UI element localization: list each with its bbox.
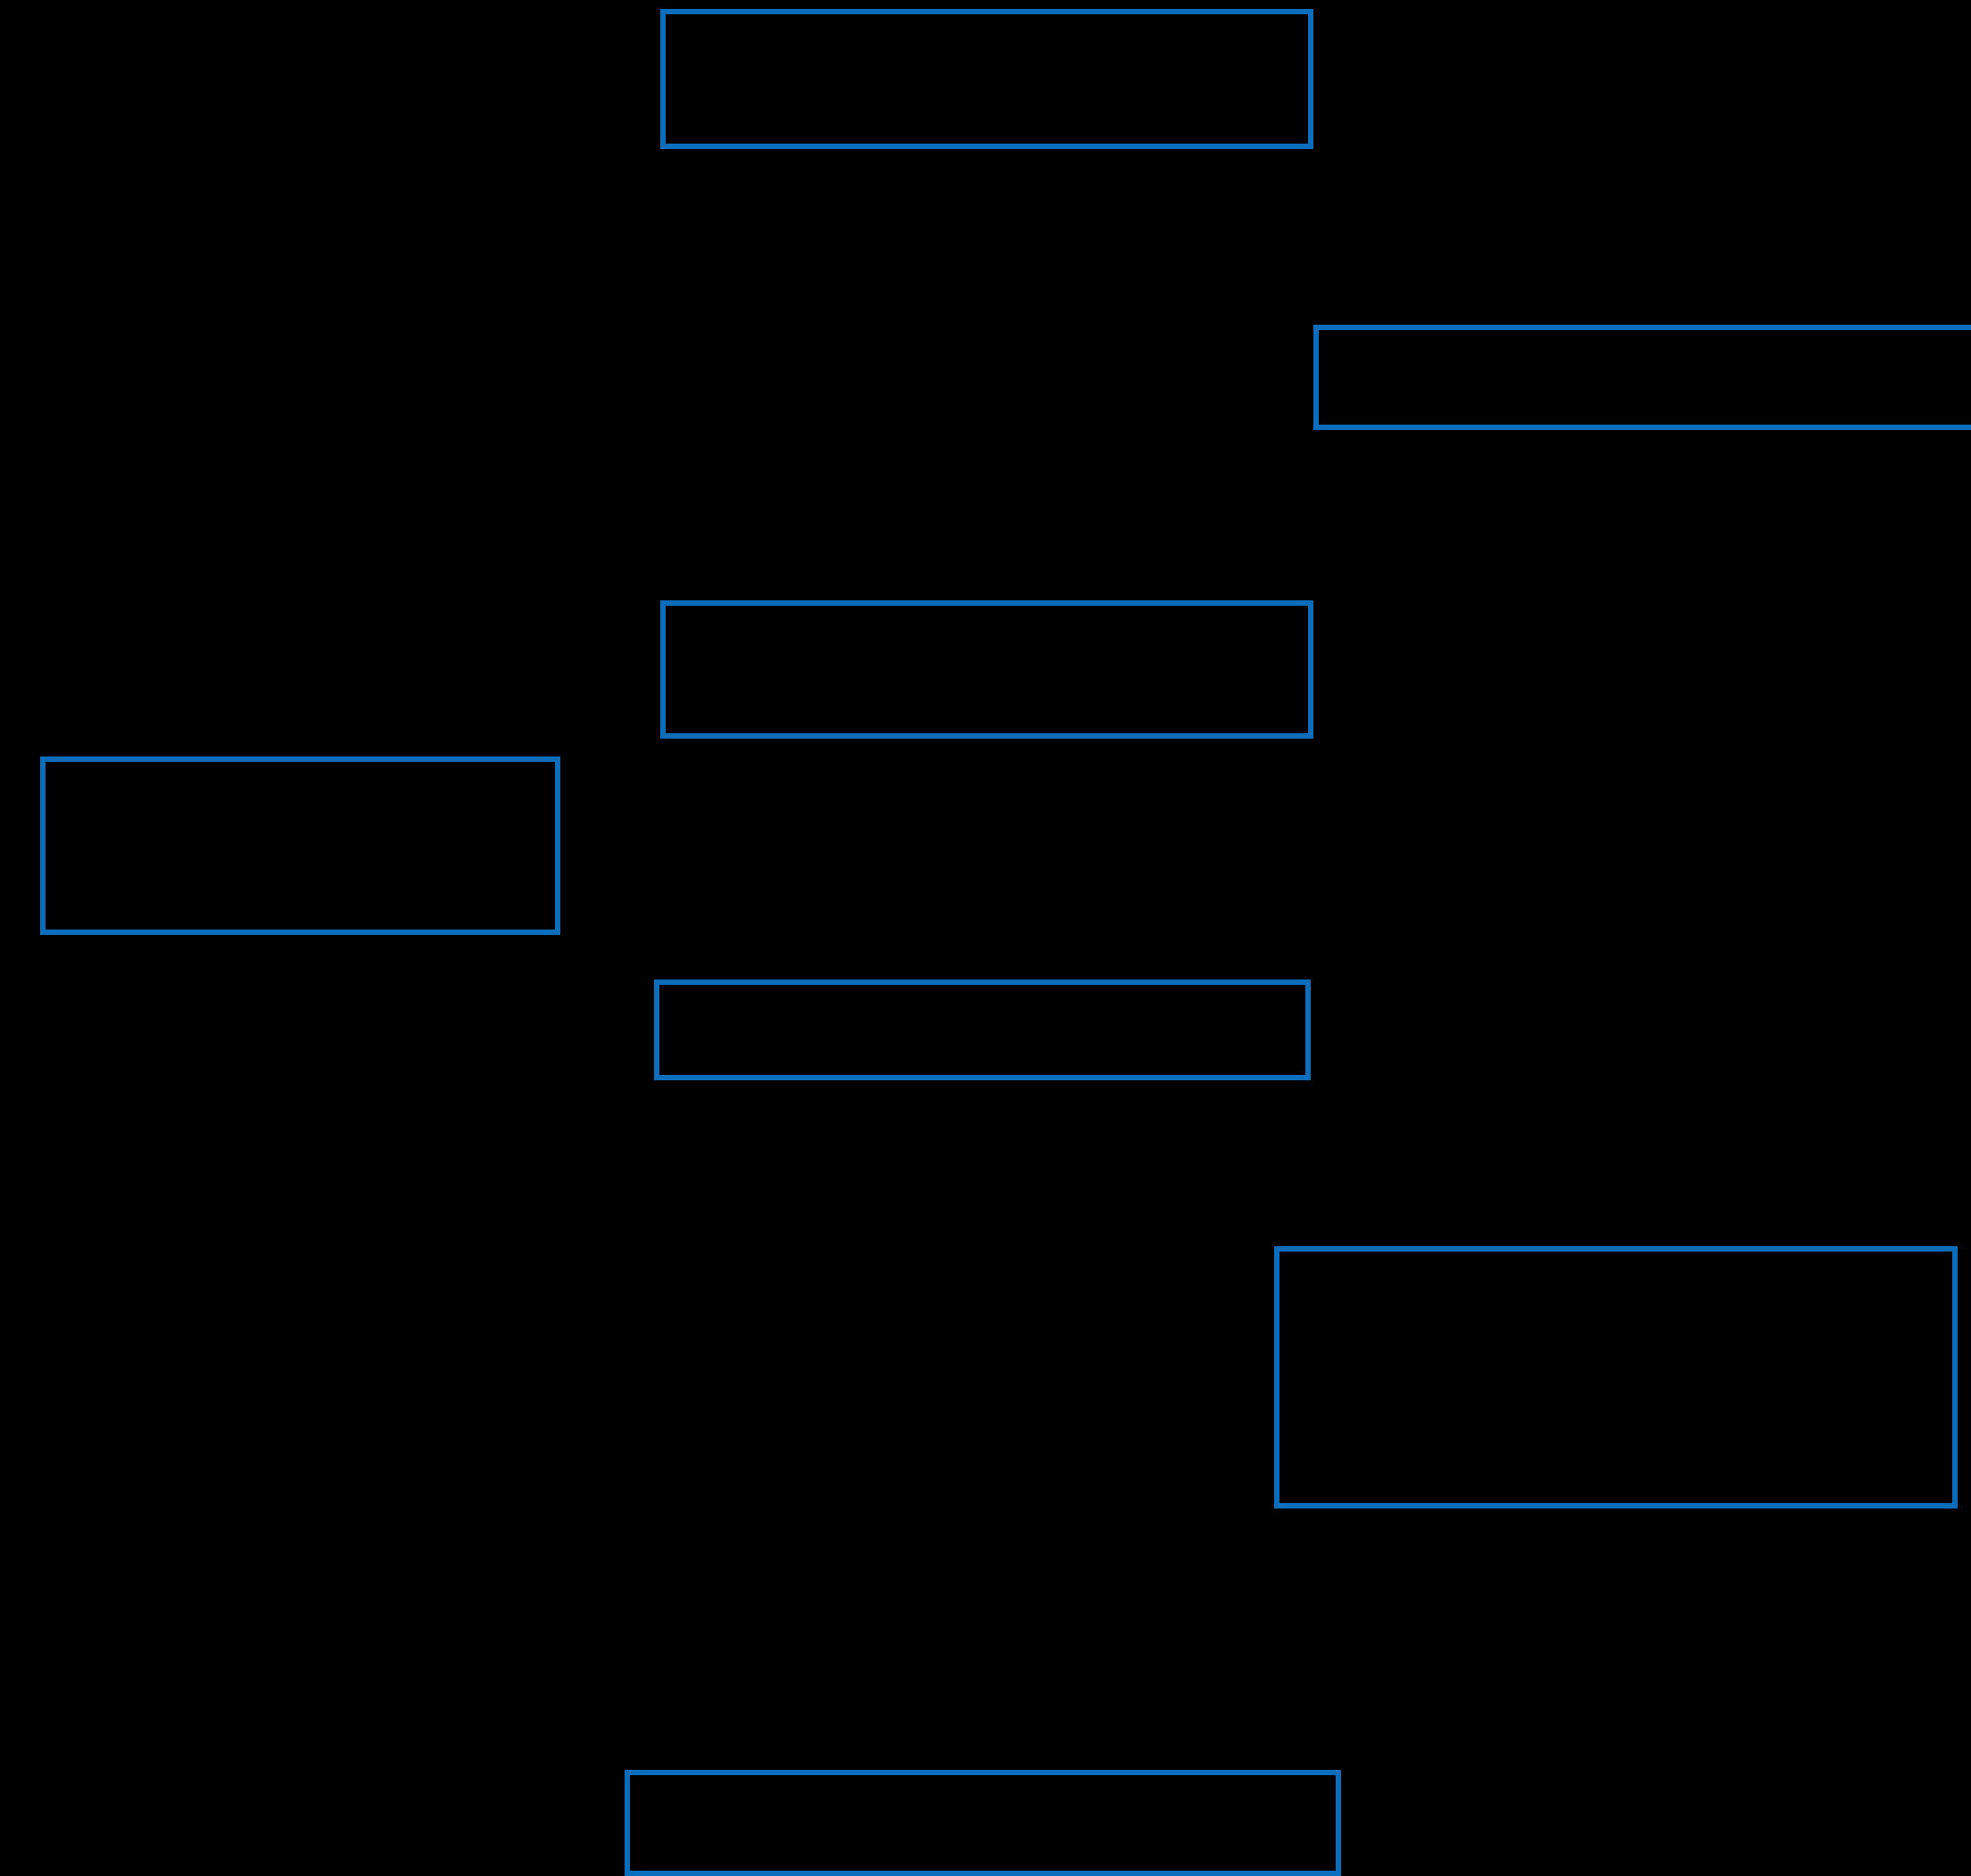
bbox-middle-left[interactable] bbox=[40, 756, 560, 935]
bbox-upper-right[interactable] bbox=[1313, 325, 1971, 430]
bbox-bottom-center[interactable] bbox=[625, 1770, 1341, 1876]
bbox-lower-right[interactable] bbox=[1274, 1246, 1958, 1508]
bbox-lower-center[interactable] bbox=[654, 979, 1311, 1080]
bbox-middle-center[interactable] bbox=[660, 600, 1313, 739]
bbox-top-center[interactable] bbox=[660, 9, 1313, 149]
